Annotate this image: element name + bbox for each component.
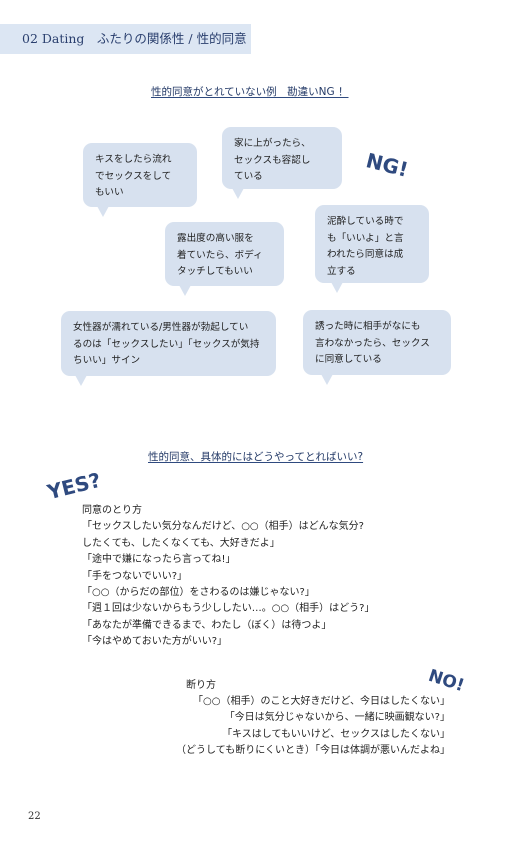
ng-lettering: NG! <box>363 148 411 182</box>
bubble-line: もいい <box>95 187 124 198</box>
bubble-tail <box>232 188 244 199</box>
refusal-title-wrap: 断り方 <box>186 678 436 694</box>
bubble-tail <box>321 374 333 385</box>
consent-line: 「週１回は少ないからもう少ししたい…。○○（相手）はどう?」 <box>82 603 375 615</box>
speech-bubble: 誘った時に相手がなにも 言わなかったら、セックス に同意している <box>303 310 451 385</box>
consent-line: 「あなたが準備できるまで、わたし（ぼく）は待つよ」 <box>82 619 332 631</box>
consent-line: 「○○（からだの部位）をさわるのは嫌じゃない?」 <box>82 587 315 599</box>
bubble-line: ている <box>234 171 263 182</box>
bubble-line: 家に上がったら、 <box>234 138 311 149</box>
section-heading-how-to: 性的同意、具体的にはどうやってとればいい? <box>148 451 364 463</box>
bubble-line: に同意している <box>315 354 382 365</box>
consent-line: 「途中で嫌になったら言ってね!」 <box>82 554 236 566</box>
bubble-line: でセックスをして <box>95 170 172 182</box>
consent-line: 「セックスしたい気分なんだけど、○○（相手）はどんな気分? <box>82 521 364 533</box>
page-number: 22 <box>28 811 41 822</box>
bubble-line: ちいい」サイン <box>73 355 141 366</box>
speech-bubble: 家に上がったら、 セックスも容認し ている <box>222 127 342 199</box>
refusal-line: 「○○（相手）のこと大好きだけど、今日はしたくない」 <box>193 696 450 707</box>
speech-bubble: 女性器が濡れている/男性器が勃起してい るのは「セックスしたい」「セックスが気持… <box>61 311 276 386</box>
speech-bubble: キスをしたら流れ でセックスをして もいい <box>83 143 197 217</box>
speech-bubble: 露出度の高い服を 着ていたら、ボディ タッチしてもいい <box>165 222 284 296</box>
bubble-line: キスをしたら流れ <box>95 154 172 165</box>
consent-line: 「手をつないでいい?」 <box>82 570 188 582</box>
bubble-line: 泥酔している時で <box>327 216 404 227</box>
refusal-line: 「今日は気分じゃないから、一緒に映画観ない?」 <box>224 712 450 724</box>
chapter-header: 02 Dating ふたりの関係性 / 性的同意 <box>0 24 251 54</box>
bubble-line: るのは「セックスしたい」「セックスが気持 <box>73 338 260 350</box>
bubble-line: タッチしてもいい <box>177 266 253 277</box>
bubble-tail <box>331 282 343 293</box>
yes-lettering: YES? <box>44 467 104 505</box>
refusal-line: 「キスはしてもいいけど、セックスはしたくない」 <box>222 728 450 740</box>
consent-line: したくても、したくなくても、大好きだよ」 <box>82 537 280 549</box>
bubble-line: 誘った時に相手がなにも <box>315 321 421 332</box>
consent-title: 同意のとり方 <box>82 505 142 516</box>
bubble-line: セックスも容認し <box>234 154 311 166</box>
chapter-title: 02 Dating ふたりの関係性 / 性的同意 <box>22 31 247 46</box>
bubble-line: 立する <box>327 265 356 277</box>
section-heading-ng-examples: 性的同意がとれていない例 勘違いNG ！ <box>151 86 349 98</box>
bubble-tail <box>179 285 191 296</box>
refusal-title: 断り方 <box>186 680 216 691</box>
bubble-line: 言わなかったら、セックス <box>315 337 430 349</box>
bubble-tail <box>97 206 109 217</box>
bubble-line: 女性器が濡れている/男性器が勃起してい <box>73 322 249 333</box>
speech-bubble: 泥酔している時で も「いいよ」と言 われたら同意は成 立する <box>315 205 429 293</box>
bubble-line: 着ていたら、ボディ <box>177 249 263 261</box>
bubble-line: も「いいよ」と言 <box>327 232 404 244</box>
bubble-line: われたら同意は成 <box>327 249 404 260</box>
refusal-line: （どうしても断りにくいとき）「今日は体調が悪いんだよね」 <box>176 745 450 757</box>
consent-line: 「今はやめておいた方がいい?」 <box>82 636 228 648</box>
bubble-tail <box>75 375 87 386</box>
consent-phrases: 同意のとり方 「セックスしたい気分なんだけど、○○（相手）はどんな気分? したく… <box>82 503 374 651</box>
bubble-line: 露出度の高い服を <box>177 233 254 244</box>
refusal-phrases: 「○○（相手）のこと大好きだけど、今日はしたくない」 「今日は気分じゃないから、… <box>176 694 450 760</box>
